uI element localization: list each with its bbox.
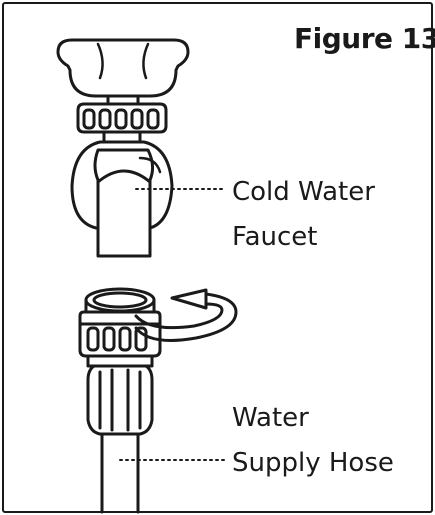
hose-label-line2: Supply Hose — [232, 448, 394, 478]
curved-arrow-icon — [134, 288, 238, 342]
faucet-handle — [56, 38, 190, 106]
faucet-label-line1: Cold Water — [232, 177, 375, 207]
faucet-label-line2: Faucet — [232, 222, 318, 252]
hose-label: Water Supply Hose — [232, 396, 394, 486]
hose-tube — [100, 432, 140, 514]
faucet-collar — [76, 102, 168, 144]
figure-title: Figure 13 — [294, 22, 435, 55]
faucet-label: Cold Water Faucet — [232, 170, 375, 260]
faucet-body — [70, 140, 174, 258]
hose-ferrule — [86, 364, 154, 436]
hose-coupling — [78, 287, 162, 368]
hose-label-line1: Water — [232, 403, 309, 433]
